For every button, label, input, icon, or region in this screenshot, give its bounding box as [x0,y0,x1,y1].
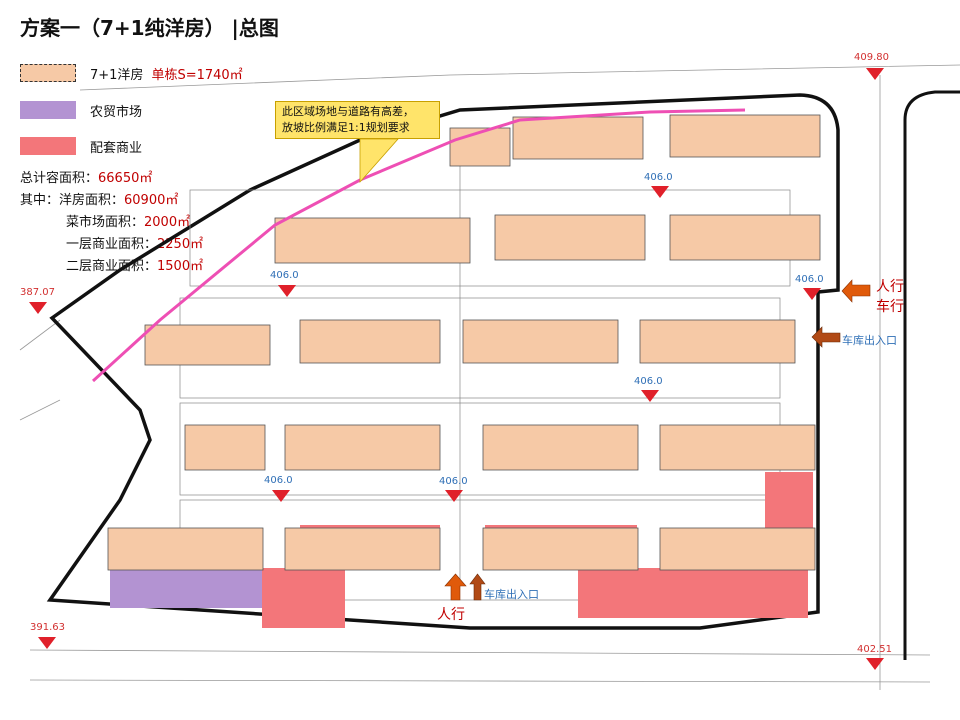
garage-south-arrow [469,573,486,601]
outer-road-bottom2 [29,679,931,683]
legend-commercial: 配套商业 [20,136,142,156]
elev-marker-in5 [445,490,463,502]
stat-total-value: 66650㎡ [98,171,153,186]
building-r3-1 [144,324,271,366]
building-r4-1 [184,424,266,471]
legend-label-commercial: 配套商业 [90,140,143,156]
building-r5-2 [284,527,441,571]
legend-label-villa: 7+1洋房 [90,67,144,83]
building-r5-3 [482,527,639,571]
elev-label-sw: 391.63 [30,622,65,633]
elev-marker-ne [866,68,884,80]
elev-label-in5: 406.0 [439,476,468,487]
stat-villa-value: 60900㎡ [124,193,179,208]
building-r3-3 [462,319,619,364]
elev-marker-in4 [272,490,290,502]
legend-swatch-villa [20,64,76,82]
building-r2-3 [669,214,821,261]
legend-note-villa: 单栋S=1740㎡ [151,67,243,83]
building-r4-2 [284,424,441,471]
elev-marker-sw [38,637,56,649]
legend-market: 农贸市场 [20,100,142,120]
building-r2-2 [494,214,646,261]
elev-label-in2: 406.0 [270,270,299,281]
building-r1-3 [669,114,821,158]
elev-label-se: 402.51 [857,644,892,655]
building-r3-2 [299,319,441,364]
buildings [107,114,821,571]
stat-market-label: 菜市场面积： [66,215,145,230]
elev-label-ne: 409.80 [854,52,889,63]
page-title: 方案一（7+1纯洋房） |总图 [20,16,279,40]
elev-label-e: 406.0 [795,274,824,285]
elev-label-in3: 406.0 [634,376,663,387]
elevation-markers [29,68,884,670]
ped-east-arrow [841,279,871,303]
elev-marker-in1 [651,186,669,198]
ped-east-label: 人行 [876,279,904,295]
garage-east-arrow [811,326,841,348]
elev-marker-in3 [641,390,659,402]
stat-market-value: 2000㎡ [144,215,191,230]
ped-south-arrow [444,573,467,601]
garage-east-label: 车库出入口 [842,334,897,347]
outer-road-top [79,64,960,91]
elev-marker-in2 [278,285,296,297]
stat-com2-value: 1500㎡ [157,259,204,274]
elev-label-in1: 406.0 [644,172,673,183]
callout-pointer [359,138,399,184]
outer-road-bottom [29,649,931,656]
car-east-label: 车行 [876,299,904,315]
ped-south-label: 人行 [437,607,465,623]
building-r5-1 [107,527,264,571]
building-r4-3 [482,424,639,471]
slope-line [91,108,746,383]
elev-marker-se [866,658,884,670]
elev-label-in4: 406.0 [264,475,293,486]
building-r4-4 [659,424,816,471]
callout-line-2: 放坡比例满足1:1规划要求 [282,121,410,134]
stat-com1-label: 一层商业面积： [66,237,158,252]
legend-label-market: 农贸市场 [90,104,143,120]
callout-line-1: 此区域场地与道路有高差， [282,105,414,118]
building-r1-1 [449,127,511,167]
elev-marker-e [803,288,821,300]
stat-villa-label: 其中：洋房面积： [20,193,125,208]
legend-swatch-market [20,101,76,119]
garage-south-label: 车库出入口 [484,588,539,601]
building-r3-4 [639,319,796,364]
stat-total-label: 总计容面积： [20,171,99,186]
building-r1-2 [512,116,644,160]
building-r5-4 [659,527,816,571]
commercial-block-sw [262,568,345,628]
elev-label-w: 387.07 [20,287,55,298]
legend-swatch-commercial [20,137,76,155]
outer-road-west [19,319,61,421]
market-block [110,568,262,608]
building-r2-1 [274,217,471,264]
elev-marker-w [29,302,47,314]
slope-callout: 此区域场地与道路有高差， 放坡比例满足1:1规划要求 [275,101,440,139]
legend-villa: 7+1洋房 单栋S=1740㎡ [20,63,243,83]
east-road-curve [903,90,960,660]
commercial-block-se [578,568,808,618]
